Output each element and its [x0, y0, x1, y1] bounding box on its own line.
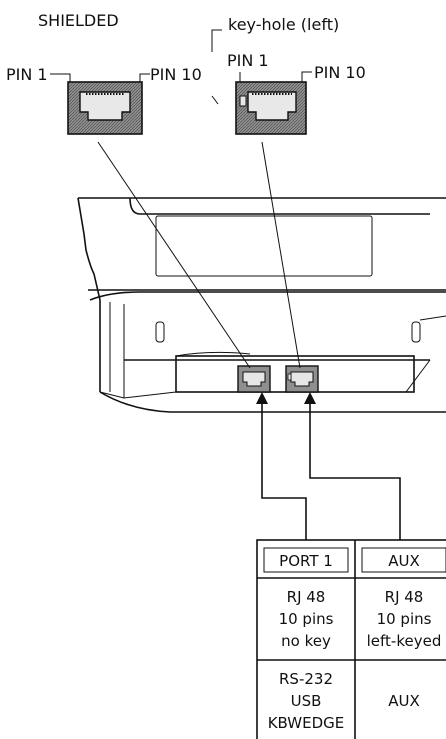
leader-keyed-to-aux — [261, 141, 301, 369]
cell-aux-r5: AUX — [388, 692, 420, 710]
cell-port1-r3: no key — [281, 632, 331, 650]
pin1-left-label: PIN 1 — [6, 65, 48, 84]
header-port1: PORT 1 — [279, 552, 333, 570]
aux-arrowhead — [304, 392, 316, 404]
aux-socket-icon — [285, 365, 319, 393]
aux-connector-line — [309, 400, 401, 540]
cell-port1-r1: RJ 48 — [287, 588, 326, 606]
port-spec-table: PORT 1 AUX RJ 48 10 pins no key RJ 48 10… — [256, 539, 446, 739]
pin1-right-label: PIN 1 — [227, 51, 269, 70]
port1-header-box — [263, 547, 349, 573]
port1-connector-line — [261, 400, 307, 540]
pin10-left-label: PIN 10 — [150, 65, 202, 84]
pin10-right-label: PIN 10 — [314, 63, 366, 82]
keyhole-label: key-hole (left) — [228, 15, 339, 34]
cell-port1-r2: 10 pins — [279, 610, 334, 628]
keyhole-leader — [211, 29, 222, 52]
port1-socket-icon — [237, 365, 271, 393]
shielded-label: SHIELDED — [38, 11, 119, 30]
pin10-right-leader — [301, 71, 312, 84]
cell-aux-r2: 10 pins — [377, 610, 432, 628]
cell-aux-r3: left-keyed — [367, 632, 442, 650]
keyed-jack-icon — [235, 81, 307, 135]
cell-port1-r4: RS-232 — [279, 670, 333, 688]
cell-port1-r5: USB — [291, 692, 322, 710]
pin1-left-leader — [50, 73, 71, 84]
port1-arrowhead — [256, 392, 268, 404]
cell-aux-r1: RJ 48 — [385, 588, 424, 606]
shielded-jack-icon — [67, 81, 143, 135]
aux-header-box — [361, 547, 446, 573]
header-aux: AUX — [388, 552, 420, 570]
cell-port1-r6: KBWEDGE — [268, 714, 345, 732]
pin10-left-leader — [139, 73, 150, 84]
leader-shielded-to-port1 — [97, 141, 251, 369]
keyhole-pointer — [211, 95, 219, 105]
device-base — [77, 197, 446, 413]
